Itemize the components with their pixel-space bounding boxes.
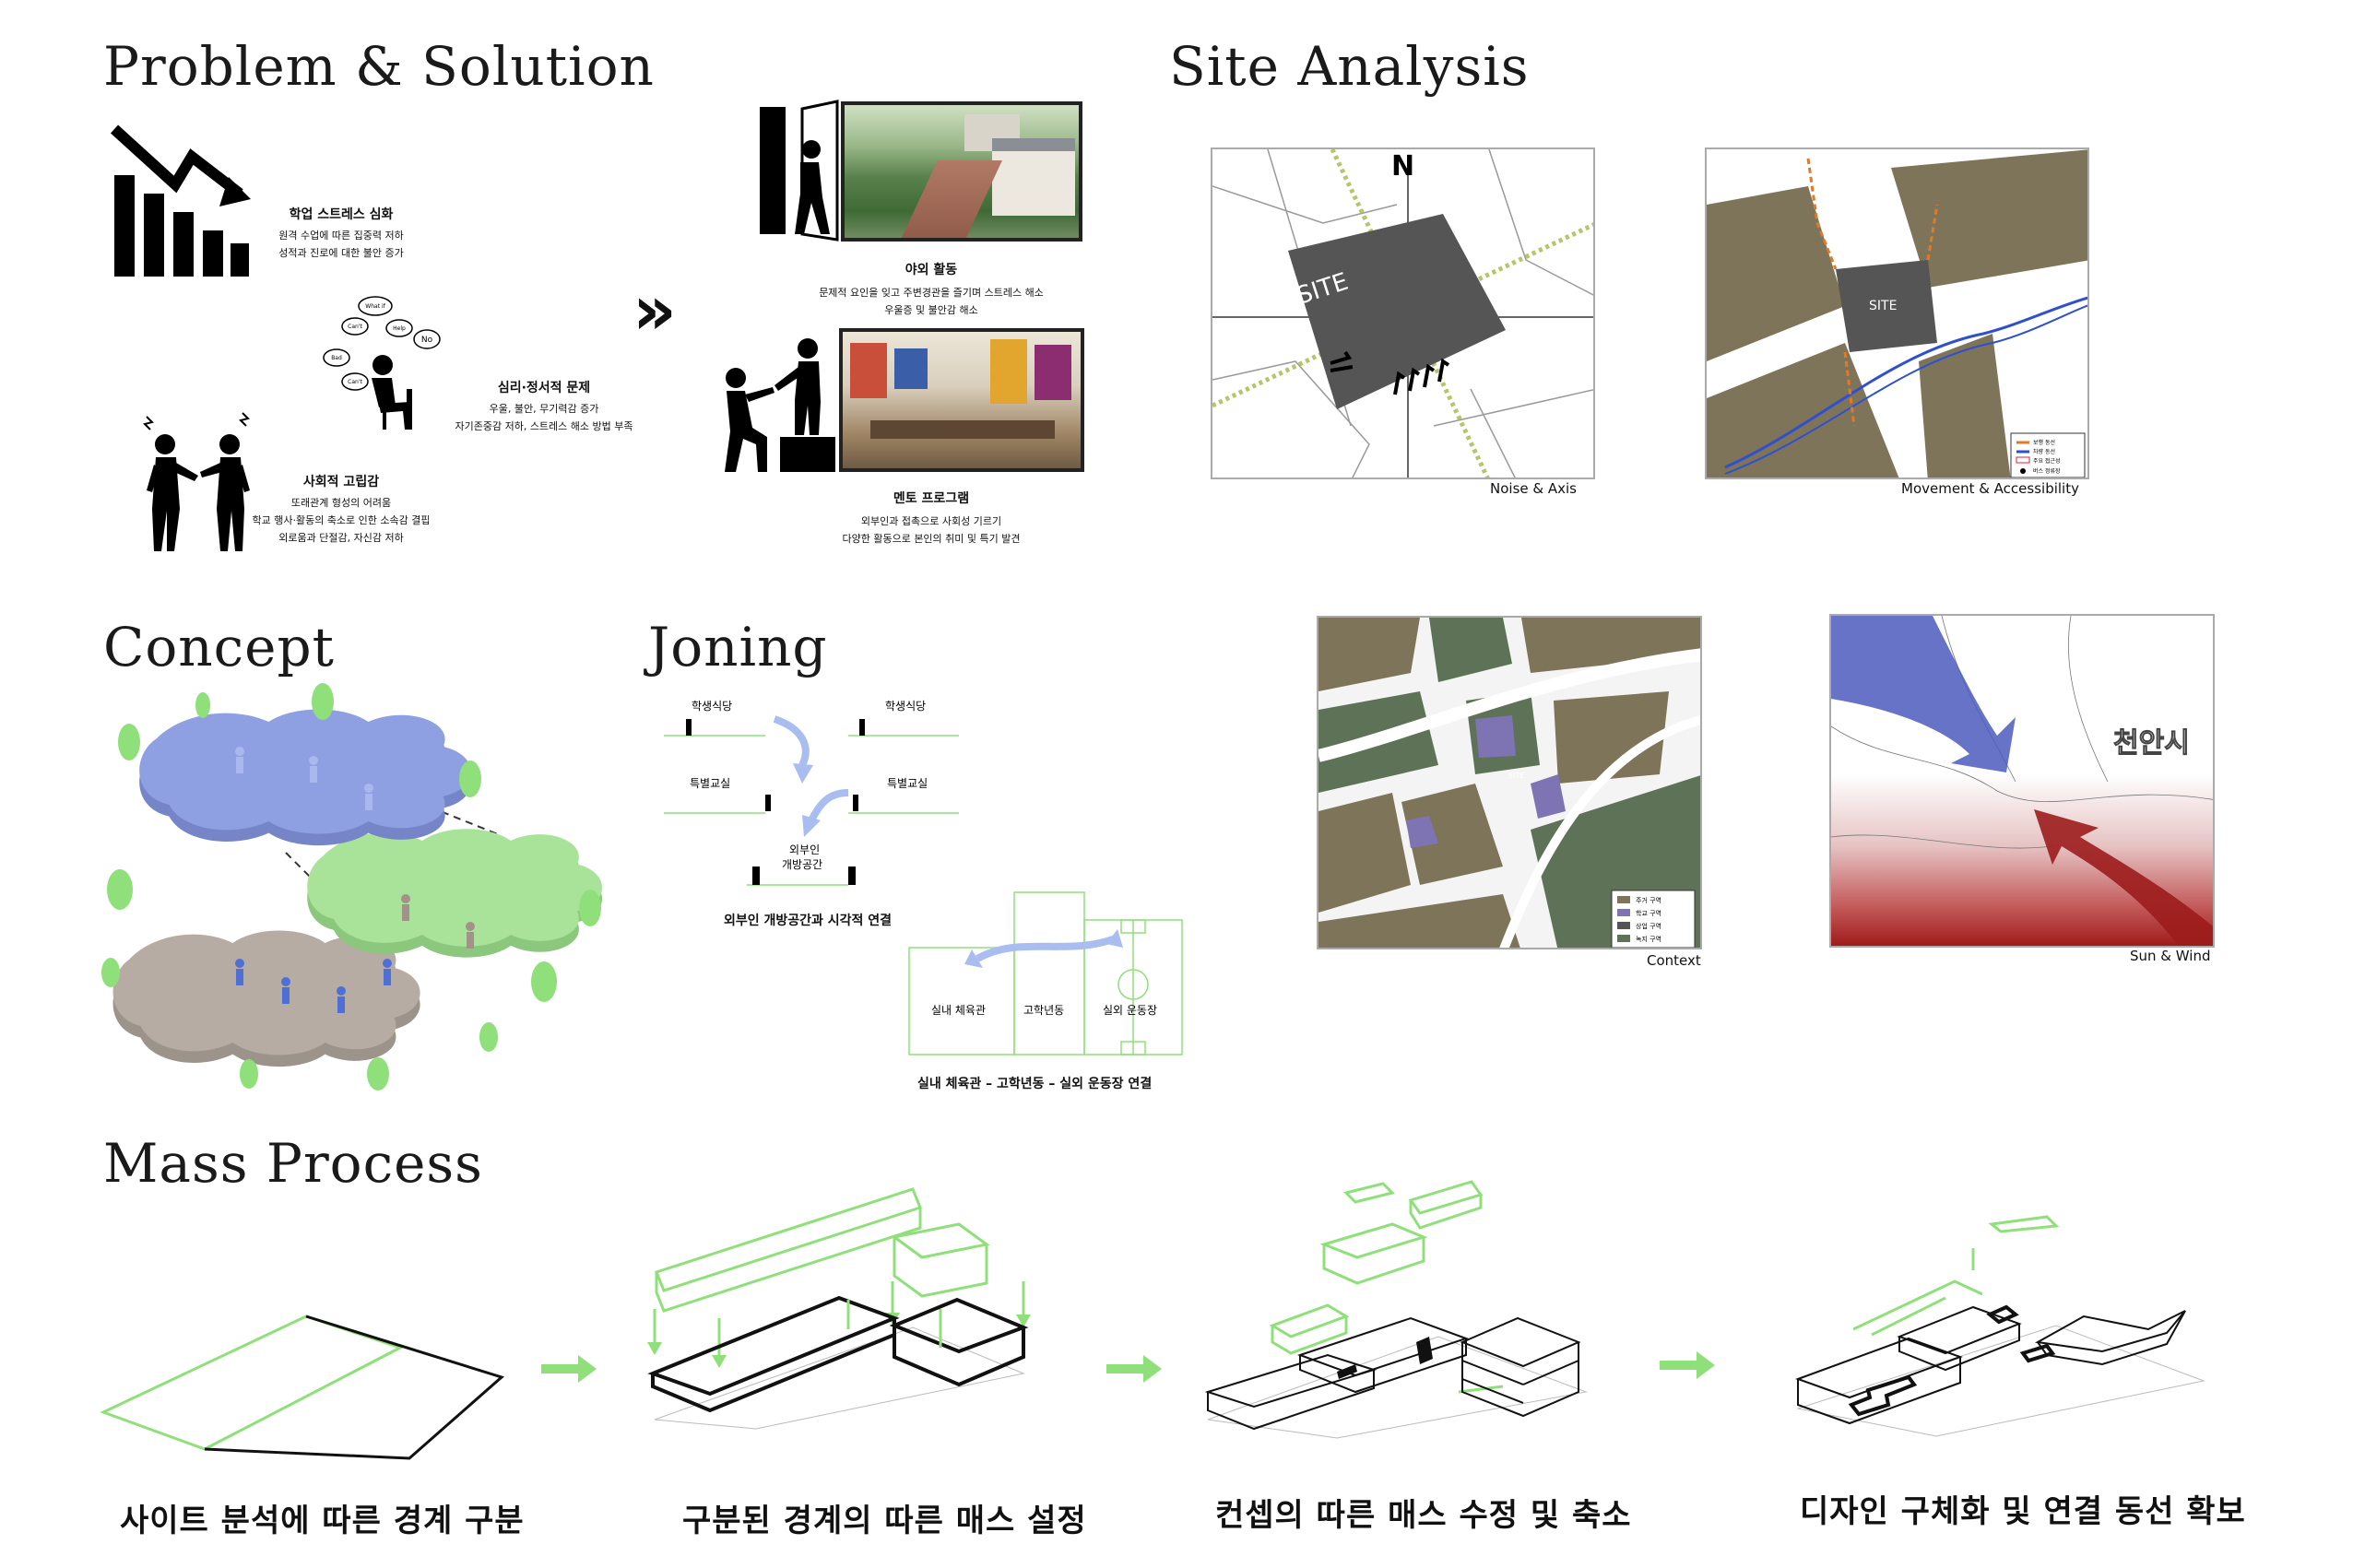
city-label: 천안시: [2113, 727, 2190, 760]
concept-puzzle-diagram: [101, 683, 603, 1091]
heading-mass-process: Mass Process: [103, 1132, 483, 1195]
context-map: SITE 주거 구역 학교 구역 상업 구역 녹지 구역: [1317, 616, 1702, 949]
problem-1-line: 성적과 진로에 대한 불안 증가: [278, 247, 404, 259]
solution-1-title: 야외 활동: [905, 263, 958, 277]
joning-label: 특별교실: [887, 777, 928, 790]
movement-map: SITE 보행 동선 차량 동선 주요 접근성 버스 정류장: [1705, 147, 2089, 479]
joning-label: 학생식당: [885, 700, 926, 713]
joning-block-label: 고학년동: [1023, 1004, 1064, 1017]
bubble-text: No: [421, 336, 433, 345]
double-chevron-icon: »: [633, 271, 677, 350]
joning-diagram-2: 실내 체육관 고학년동 실외 운동장: [908, 891, 1183, 1055]
north-label: N: [1391, 150, 1414, 183]
arrow-right-icon: [1660, 1351, 1715, 1383]
mass-step-4-diagram: [1795, 1215, 2205, 1437]
bubble-text: What if: [365, 303, 385, 310]
problem-3-title: 사회적 고립감: [302, 475, 380, 489]
site-label: SITE: [1869, 299, 1897, 313]
legend-text: 학교 구역: [1636, 909, 1661, 917]
exit-door-icon: [760, 100, 839, 242]
problem-3-line: 외로움과 단절감, 자신감 저하: [278, 532, 404, 544]
open-space-label: 외부인: [789, 843, 820, 856]
noise-axis-map: SITE N: [1211, 147, 1595, 479]
problem-3-line: 학교 행사·활동의 축소로 인한 소속감 결핍: [252, 514, 431, 526]
solution-2: 멘토 프로그램 외부인과 접촉으로 사회성 기르기 다양한 활동으로 본인의 취…: [793, 489, 1070, 548]
legend-text: 상업 구역: [1636, 922, 1661, 930]
joning-diagram-1: 학생식당 학생식당 특별교실 특별교실 외부인 개방공간: [664, 700, 959, 886]
problem-3-line: 또래관계 형성의 어려움: [290, 497, 392, 509]
noise-axis-caption: Noise & Axis: [1490, 480, 1577, 497]
legend-text: 차량 동선: [2033, 448, 2055, 455]
legend-text: 주거 구역: [1636, 896, 1661, 904]
joning-label: 특별교실: [690, 777, 730, 790]
sun-wind-map: 천안시: [1829, 614, 2215, 948]
joning-label: 학생식당: [692, 700, 732, 713]
bubble-text: Can't: [348, 324, 362, 330]
art-room-photo: [839, 328, 1084, 472]
legend-text: 보행 동선: [2033, 439, 2055, 446]
joning-block-label: 실외 운동장: [1103, 1004, 1157, 1017]
legend-text: 녹지 구역: [1636, 935, 1661, 943]
solution-2-line: 외부인과 접촉으로 사회성 기르기: [860, 515, 1002, 527]
mass-step-4-caption: 디자인 구체화 및 연결 동선 확보: [1800, 1493, 2246, 1530]
bubble-text: Bad: [331, 355, 342, 361]
mass-step-2-diagram: [647, 1187, 1031, 1430]
mass-step-3-caption: 컨셉의 따른 매스 수정 및 축소: [1215, 1497, 1632, 1534]
problem-2-title: 심리·정서적 문제: [497, 381, 591, 395]
solution-2-line: 다양한 활동으로 본인의 취미 및 특기 발견: [842, 533, 1021, 545]
heading-concept: Concept: [103, 616, 335, 678]
problem-2: 심리·정서적 문제 우울, 불안, 무기력감 증가 자기존중감 저하, 스트레스…: [433, 378, 655, 435]
mass-step-1-diagram: [100, 1315, 504, 1460]
movement-caption: Movement & Accessibility: [1901, 480, 2079, 497]
anxious-person-icon: What if Can't Help No Bad Can't: [323, 296, 441, 430]
site-label: SITE: [1508, 772, 1524, 780]
mass-step-3-diagram: [1204, 1180, 1588, 1439]
solution-1-line: 우울증 및 불안감 해소: [884, 304, 978, 316]
solution-1: 야외 활동 문제적 요인을 잊고 주변경관을 즐기며 스트레스 해소 우울증 및…: [793, 260, 1070, 319]
sun-wind-caption: Sun & Wind: [2130, 948, 2211, 964]
arrow-right-icon: [1106, 1355, 1162, 1386]
solution-2-title: 멘토 프로그램: [893, 491, 970, 506]
arrow-right-icon: [541, 1355, 597, 1386]
heading-joning: Joning: [648, 616, 828, 678]
bubble-text: Can't: [348, 379, 362, 385]
problem-2-line: 우울, 불안, 무기력감 증가: [489, 403, 599, 415]
solution-1-line: 문제적 요인을 잊고 주변경관을 즐기며 스트레스 해소: [819, 287, 1044, 299]
problem-2-line: 자기존중감 저하, 스트레스 해소 방법 부족: [455, 420, 633, 432]
problem-1-line: 원격 수업에 따른 집중력 저하: [278, 230, 404, 242]
mass-step-2-caption: 구분된 경계의 따른 매스 설정: [682, 1503, 1087, 1539]
problem-1: 학업 스트레스 심화 원격 수업에 따른 집중력 저하 성적과 진로에 대한 불…: [231, 205, 452, 262]
problem-1-title: 학업 스트레스 심화: [289, 207, 394, 222]
bubble-text: Help: [393, 325, 406, 332]
problem-3: 사회적 고립감 또래관계 형성의 어려움 학교 행사·활동의 축소로 인한 소속…: [231, 472, 452, 547]
context-caption: Context: [1647, 952, 1701, 969]
legend-text: 주요 접근성: [2033, 457, 2061, 465]
outdoor-garden-photo: [841, 101, 1082, 242]
arguing-people-icon: [143, 412, 250, 551]
heading-site-analysis: Site Analysis: [1169, 35, 1530, 98]
heading-problem-solution: Problem & Solution: [103, 35, 655, 98]
legend-text: 버스 정류장: [2033, 467, 2061, 475]
open-space-label: 개방공간: [782, 858, 822, 871]
declining-chart-icon: [110, 124, 251, 277]
joning-caption-2: 실내 체육관 – 고학년동 – 실외 운동장 연결: [917, 1077, 1153, 1091]
mentor-help-icon: [725, 338, 835, 472]
joning-caption-1: 외부인 개방공간과 시각적 연결: [724, 914, 893, 928]
joning-block-label: 실내 체육관: [931, 1004, 986, 1017]
mass-step-1-caption: 사이트 분석에 따른 경계 구분: [120, 1503, 525, 1539]
